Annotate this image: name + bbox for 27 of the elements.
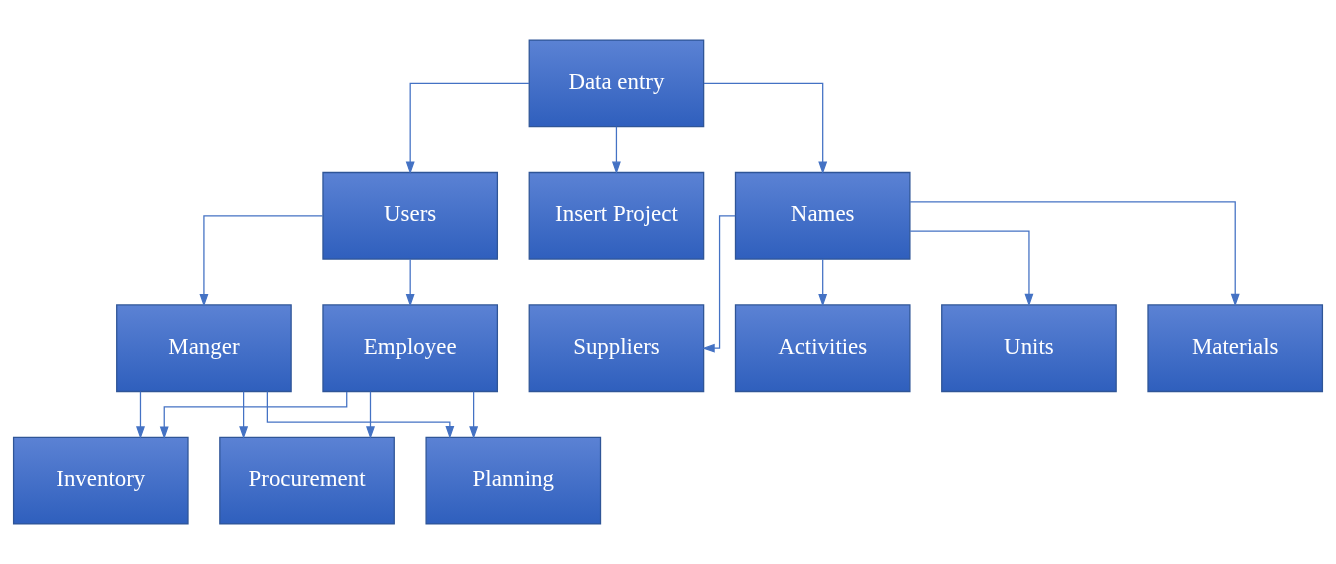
node-box: Employee [322, 304, 499, 393]
arrow [199, 215, 324, 307]
node-box: Procurement [219, 436, 395, 525]
node-box: Activities [734, 304, 911, 393]
node-box: Users [322, 171, 499, 260]
arrow [909, 201, 1240, 307]
arrow [136, 390, 145, 440]
node-box: Insert Project [528, 171, 705, 260]
arrow [818, 258, 828, 307]
arrow [405, 82, 530, 175]
arrow [909, 230, 1034, 307]
arrow [611, 126, 621, 175]
arrow [405, 258, 415, 307]
arrow [366, 390, 375, 440]
node-box: Suppliers [528, 304, 705, 393]
node-box: Inventory [12, 436, 189, 525]
node-box: Units [941, 304, 1117, 393]
arrow [469, 390, 479, 440]
arrow [159, 391, 348, 440]
arrow [239, 390, 249, 440]
node-box: Materials [1147, 304, 1324, 393]
arrow [703, 82, 828, 175]
arrow [266, 390, 455, 439]
node-box: Names [734, 171, 911, 260]
node-box: Data entry [528, 39, 705, 128]
node-box: Manger [116, 304, 292, 393]
node-box: Planning [425, 436, 602, 525]
